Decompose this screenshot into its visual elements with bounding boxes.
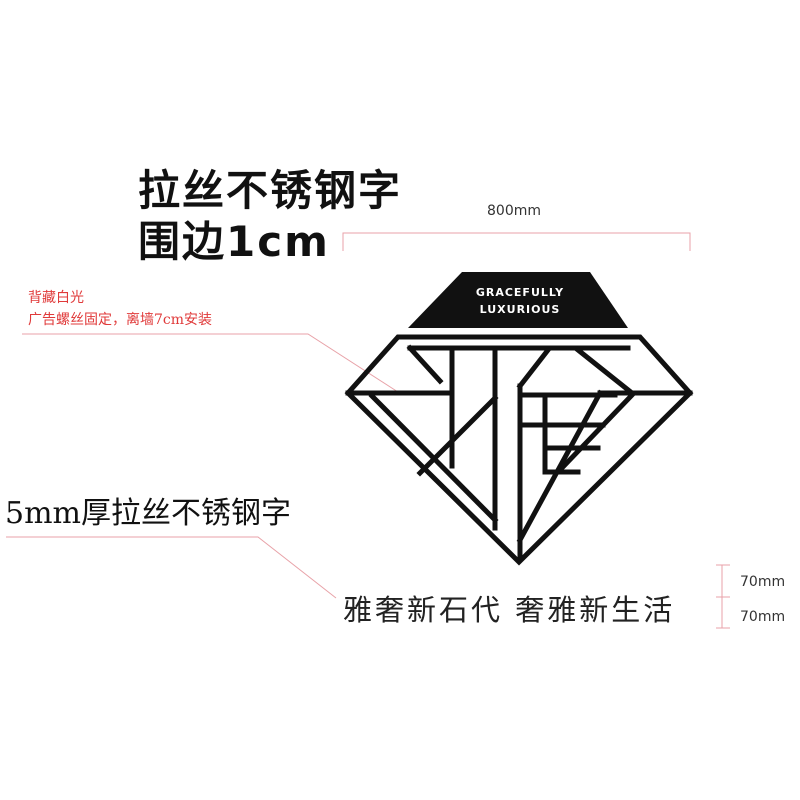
slogan: 雅奢新石代 奢雅新生活 xyxy=(343,593,676,627)
logo-banner-line2: LUXURIOUS xyxy=(480,303,561,316)
width-dimension-line xyxy=(342,232,691,251)
height-dimension-line xyxy=(716,564,730,629)
height-dimension-label-bottom: 70mm xyxy=(740,609,786,625)
height-dimension-label-top: 70mm xyxy=(740,574,786,590)
logo-banner xyxy=(408,272,628,328)
title-line1: 拉丝不锈钢字 xyxy=(138,166,403,215)
diamond-logo: GRACEFULLY LUXURIOUS xyxy=(344,272,694,566)
width-dimension-label: 800mm xyxy=(487,203,541,219)
note-line1: 背藏白光 xyxy=(28,290,84,306)
note-line2: 广告螺丝固定，离墙7cm安装 xyxy=(28,312,213,328)
material-label: 5mm厚拉丝不锈钢字 xyxy=(5,496,291,531)
note-leader-line xyxy=(22,333,399,393)
logo-mark-character xyxy=(345,344,693,559)
logo-banner-line1: GRACEFULLY xyxy=(476,286,564,299)
material-leader-line xyxy=(6,536,337,599)
diamond-outline xyxy=(344,334,694,566)
title-line2: 围边1cm xyxy=(138,217,330,266)
